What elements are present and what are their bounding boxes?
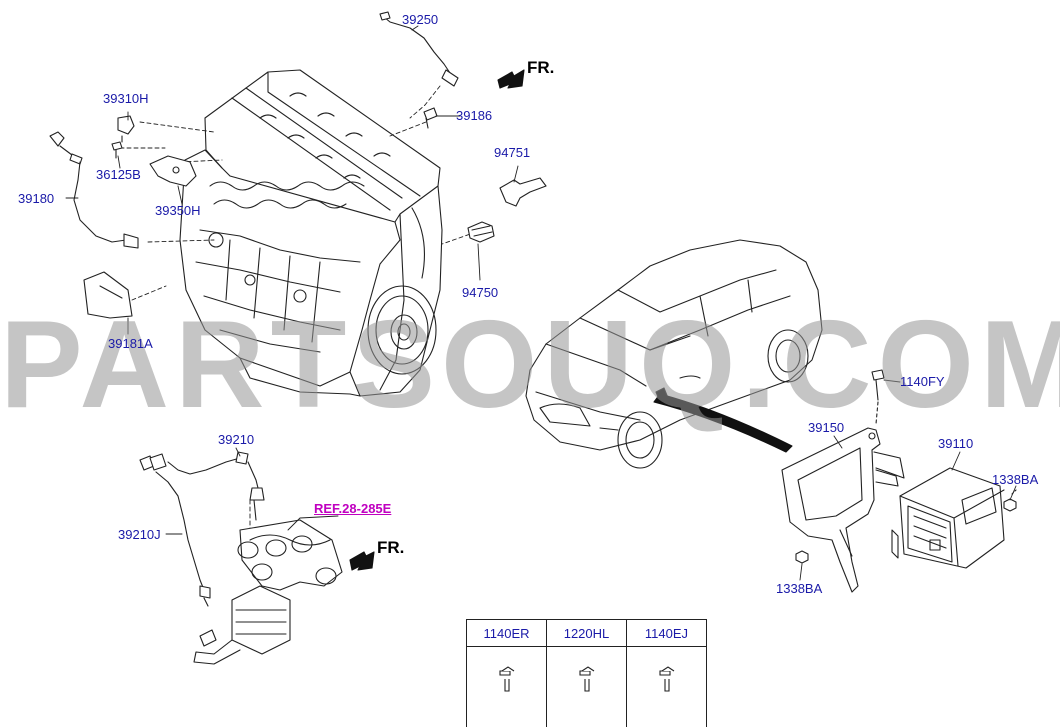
part-label-1140FY[interactable]: 1140FY [900,374,945,389]
part-label-39250[interactable]: 39250 [402,12,439,27]
fastener-header-1140EJ[interactable]: 1140EJ [626,619,707,647]
exhaust-manifold [193,487,343,665]
part-39350H-bracket [149,155,197,187]
part-39310H-sensor [117,115,135,143]
part-39150-bracket [781,427,905,593]
part-39210J-wire [155,471,211,607]
part-label-1338BA-bottom[interactable]: 1338BA [776,581,823,596]
reference-link[interactable]: REF.28-285E [314,501,392,516]
part-label-39186[interactable]: 39186 [456,108,493,123]
fastener-header-1220HL[interactable]: 1220HL [546,619,627,647]
part-label-1338BA-right[interactable]: 1338BA [992,472,1039,487]
watermark: PARTSOUQ.COM [0,296,1060,434]
part-label-39210J[interactable]: 39210J [118,527,161,542]
part-label-39210[interactable]: 39210 [218,432,255,447]
fastener-cell-1140ER [466,646,547,727]
part-label-39180[interactable]: 39180 [18,191,55,206]
part-94751-bracket [499,177,547,207]
part-label-39150[interactable]: 39150 [808,420,845,435]
fastener-table: 1140ER 1220HL 1140EJ [466,619,707,727]
part-label-36125B[interactable]: 36125B [96,167,141,182]
part-label-39350H[interactable]: 39350H [155,203,201,218]
part-39180-sensor [49,131,139,249]
fastener-cell-1140EJ [626,646,707,727]
part-label-39181A[interactable]: 39181A [108,336,153,351]
fastener-header-1140ER[interactable]: 1140ER [466,619,547,647]
part-39186-bolt [423,107,438,129]
part-label-39110[interactable]: 39110 [938,436,974,451]
fastener-cell-1220HL [546,646,627,727]
front-marker-bottom: FR. [377,538,405,557]
part-39110-ecu [891,467,1005,569]
part-1140FY-bolt [871,369,885,401]
part-39250-sensor [379,11,459,87]
part-39181A-shield [83,271,133,319]
front-marker-top: FR. [527,58,555,77]
part-39210-wire [139,451,259,489]
part-label-94750[interactable]: 94750 [462,285,499,300]
part-label-94751[interactable]: 94751 [494,145,531,160]
engine-block [179,69,443,397]
part-label-39310H[interactable]: 39310H [103,91,149,106]
part-94750-switch [467,221,495,243]
